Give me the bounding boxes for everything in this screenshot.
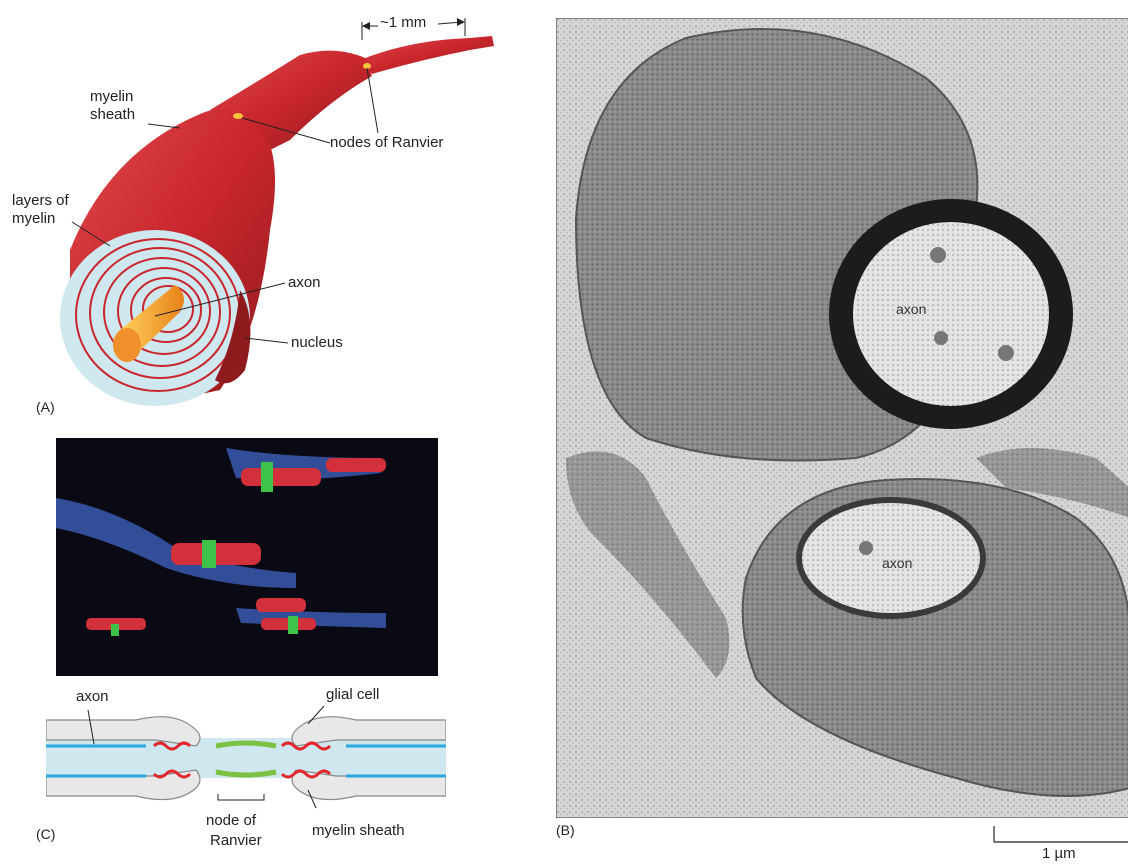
label-myelin-sheath-line2: sheath <box>90 106 135 124</box>
label-nucleus: nucleus <box>291 334 343 352</box>
label-axon-a: axon <box>288 274 321 292</box>
node-of-ranvier-marker <box>233 113 243 119</box>
panel-letter-a: (A) <box>36 399 55 415</box>
label-node-of-ranvier: node of <box>206 812 256 830</box>
label-myelin-sheath-c: myelin sheath <box>312 822 405 840</box>
label-nodes-of-ranvier: nodes of Ranvier <box>330 134 443 152</box>
label-axon-c: axon <box>76 688 109 706</box>
panel-letter-c: (C) <box>36 826 55 842</box>
scale-bar <box>990 824 1128 846</box>
label-axon-em-lower: axon <box>882 554 912 572</box>
label-layers-of-myelin: layers of <box>12 192 69 210</box>
label-layers-of-myelin-line2: myelin <box>12 210 55 228</box>
electron-micrograph <box>556 18 1128 818</box>
label-axon-em-upper: axon <box>896 300 926 318</box>
fluorescence-micrograph <box>56 438 438 676</box>
label-myelin-sheath: myelin <box>90 88 133 106</box>
scale-label-1mm: ~1 mm <box>380 14 426 32</box>
label-glial-cell: glial cell <box>326 686 379 704</box>
label-node-of-ranvier-line2: Ranvier <box>210 832 262 850</box>
myelinated-axon-illustration <box>0 0 520 420</box>
scale-label-1um: 1 µm <box>1042 845 1076 863</box>
node-of-ranvier-schematic <box>46 700 446 810</box>
panel-letter-b: (B) <box>556 822 575 838</box>
